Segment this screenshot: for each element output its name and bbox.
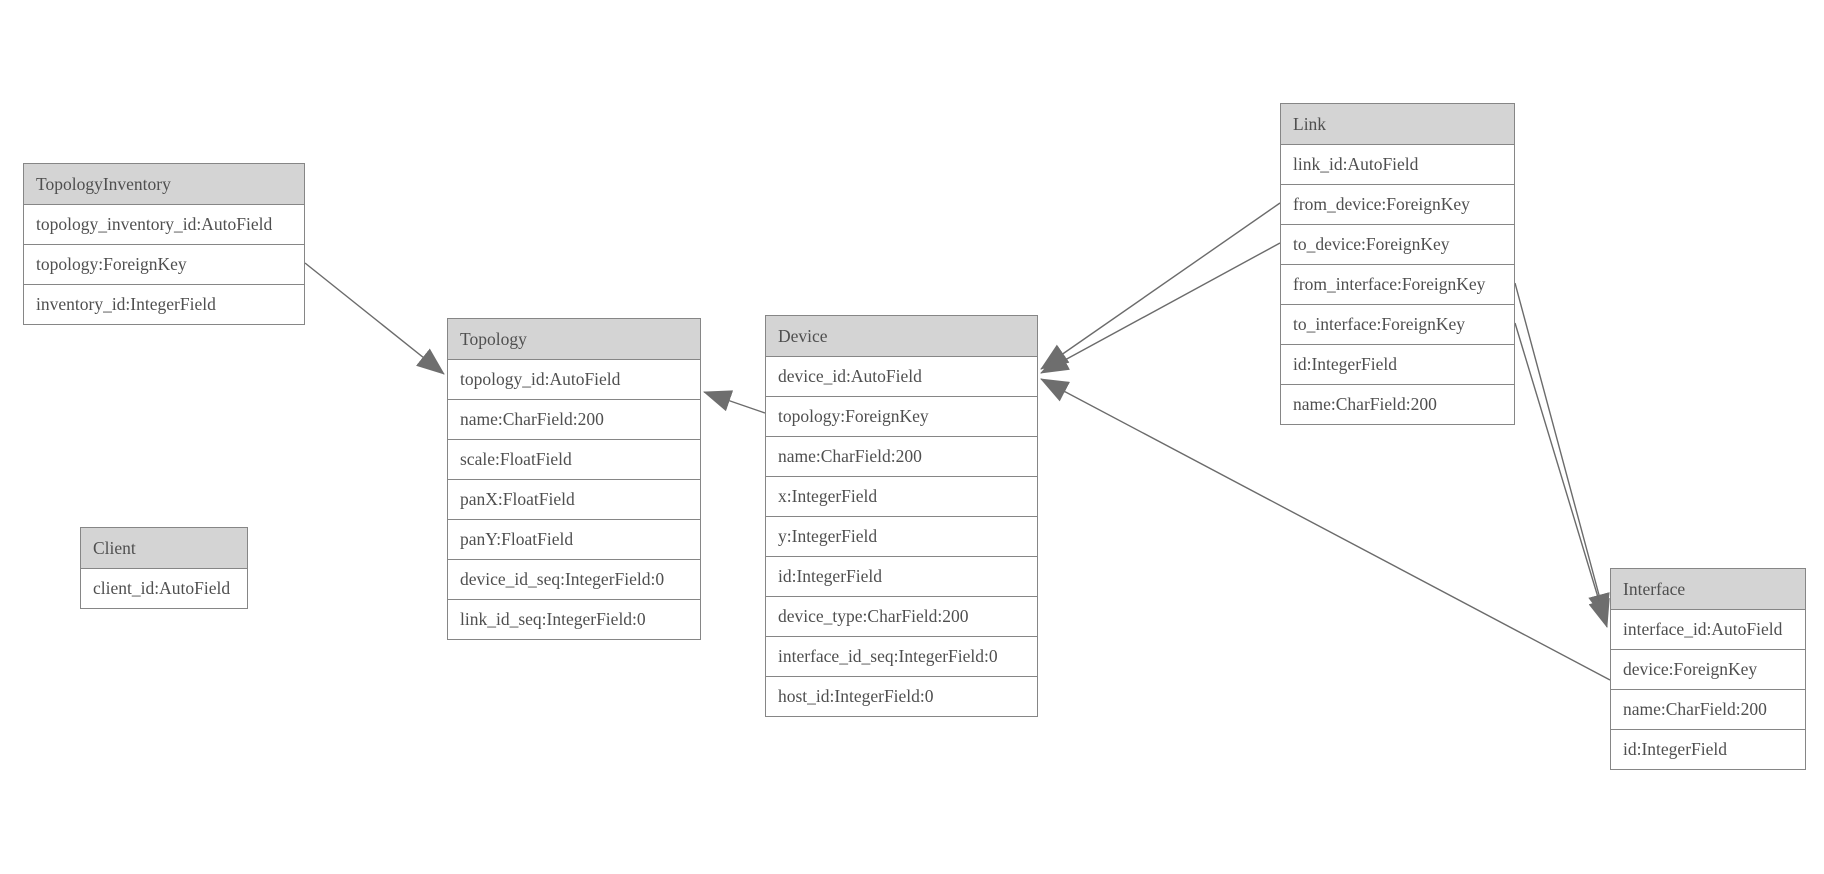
table-field-row: to_device:ForeignKey: [1281, 224, 1514, 264]
table-field-row: host_id:IntegerField:0: [766, 676, 1037, 716]
relationship-edge: [1040, 378, 1611, 681]
relationship-edge: [1514, 322, 1610, 628]
table-title: Topology: [448, 319, 700, 359]
table-field-row: name:CharField:200: [1281, 384, 1514, 424]
table-field-row: x:IntegerField: [766, 476, 1037, 516]
table-field-row: id:IntegerField: [1611, 729, 1805, 769]
table-field-row: from_interface:ForeignKey: [1281, 264, 1514, 304]
table-field-row: y:IntegerField: [766, 516, 1037, 556]
table-field-row: panX:FloatField: [448, 479, 700, 519]
relationship-edge: [703, 390, 766, 414]
table-field-row: inventory_id:IntegerField: [24, 284, 304, 324]
table-field-row: device_type:CharField:200: [766, 596, 1037, 636]
table-title: TopologyInventory: [24, 164, 304, 204]
table-field-row: topology_inventory_id:AutoField: [24, 204, 304, 244]
relationship-edge: [1514, 282, 1610, 622]
table-field-row: name:CharField:200: [448, 399, 700, 439]
table-field-row: from_device:ForeignKey: [1281, 184, 1514, 224]
table-field-row: name:CharField:200: [1611, 689, 1805, 729]
relationship-edge: [1040, 242, 1281, 374]
table-field-row: link_id:AutoField: [1281, 144, 1514, 184]
table-title: Interface: [1611, 569, 1805, 609]
table-field-row: id:IntegerField: [1281, 344, 1514, 384]
table-title: Device: [766, 316, 1037, 356]
table-field-row: topology:ForeignKey: [24, 244, 304, 284]
table-field-row: scale:FloatField: [448, 439, 700, 479]
table-field-row: id:IntegerField: [766, 556, 1037, 596]
table-field-row: device_id:AutoField: [766, 356, 1037, 396]
table-field-row: topology_id:AutoField: [448, 359, 700, 399]
table-field-row: link_id_seq:IntegerField:0: [448, 599, 700, 639]
table-field-row: name:CharField:200: [766, 436, 1037, 476]
table-field-row: device_id_seq:IntegerField:0: [448, 559, 700, 599]
relationship-edge: [1040, 202, 1281, 370]
table-field-row: panY:FloatField: [448, 519, 700, 559]
table-title: Client: [81, 528, 247, 568]
table-field-row: topology:ForeignKey: [766, 396, 1037, 436]
table-field-row: interface_id_seq:IntegerField:0: [766, 636, 1037, 676]
table-field-row: to_interface:ForeignKey: [1281, 304, 1514, 344]
relationship-edge: [304, 262, 445, 375]
table-field-row: device:ForeignKey: [1611, 649, 1805, 689]
table-field-row: interface_id:AutoField: [1611, 609, 1805, 649]
table-title: Link: [1281, 104, 1514, 144]
table-field-row: client_id:AutoField: [81, 568, 247, 608]
